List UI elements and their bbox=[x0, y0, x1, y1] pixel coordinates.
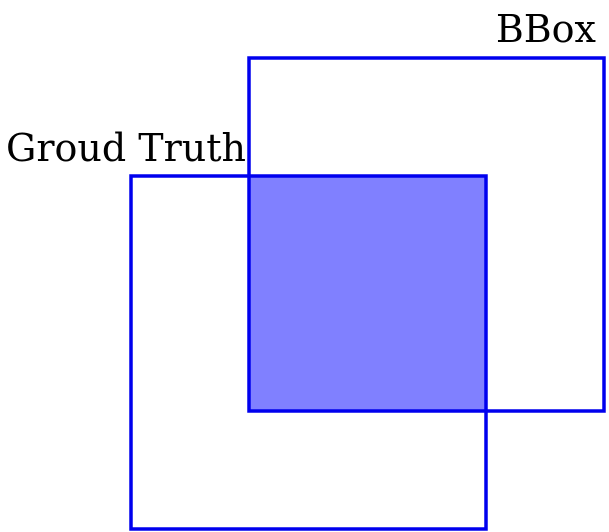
ground-truth-box bbox=[129, 174, 488, 531]
bbox-box bbox=[247, 56, 606, 413]
bbox-label: BBox bbox=[496, 7, 596, 51]
intersection-area bbox=[248, 175, 487, 412]
ground-truth-label: Groud Truth bbox=[6, 126, 246, 170]
